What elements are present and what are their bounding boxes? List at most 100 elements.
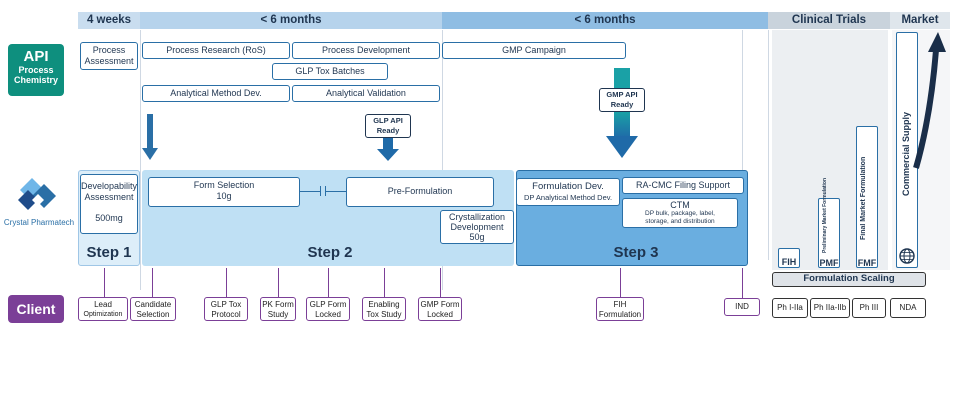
crystallization-line2: Development	[450, 222, 504, 232]
crystal-pharmatech-logo	[14, 176, 62, 216]
process-development-box: Process Development	[292, 42, 440, 59]
pmf-vertical-label: Preliminary Market Formulation	[822, 178, 828, 253]
process-research-box: Process Research (RoS)	[142, 42, 290, 59]
form-selection-box: Form Selection 10g	[148, 177, 300, 207]
ph-1-2a-box: Ph I-IIa	[772, 298, 808, 318]
step3-label: Step 3	[613, 244, 659, 261]
client-label: Client	[8, 295, 64, 323]
ctm-desc-line1: DP bulk, package, label,	[645, 210, 715, 217]
guide-line	[768, 30, 769, 260]
gmp-api-arrow-icon	[606, 112, 638, 158]
glp-tox-protocol-box: GLP Tox Protocol	[204, 297, 248, 321]
enabling-line1: Enabling	[368, 300, 400, 309]
globe-icon	[899, 248, 915, 264]
header-4-weeks: 4 weeks	[86, 14, 132, 26]
guide-line	[140, 30, 141, 290]
header-clinical-trials: Clinical Trials	[791, 14, 867, 26]
formulation-dev-box: Formulation Dev. DP Analytical Method De…	[516, 178, 620, 206]
api-subtitle-2: Chemistry	[13, 75, 58, 85]
milestone-line	[620, 268, 621, 298]
fih-form-line2: Formulation	[598, 309, 642, 319]
gmp-api-ready-box: GMP API Ready	[599, 88, 645, 112]
arrow-down-step2	[142, 114, 158, 160]
developability-box: Developability Assessment 500mg	[80, 174, 138, 234]
glp-form-line2: Locked	[315, 309, 341, 319]
gmp-form-line1: GMP Form	[420, 300, 460, 309]
step2-label: Step 2	[307, 244, 353, 261]
glp-form-line1: GLP Form	[309, 300, 347, 309]
analytical-validation-box: Analytical Validation	[292, 85, 440, 102]
company-name: Crystal Pharmatech	[3, 218, 75, 227]
fih-label: FIH	[781, 257, 797, 267]
lead-optimization-box: Lead Optimization	[78, 297, 128, 321]
glp-api-ready-line1: GLP API	[373, 116, 403, 125]
milestone-line	[104, 268, 105, 298]
analytical-method-dev-box: Analytical Method Dev.	[142, 85, 290, 102]
pmf-label: PMF	[819, 258, 839, 268]
ctm-box: CTM DP bulk, package, label, storage, an…	[622, 198, 738, 228]
pk-form-line1: PK Form	[262, 300, 294, 309]
header-seg3-bg	[442, 12, 768, 29]
enabling-tox-study-box: Enabling Tox Study	[362, 297, 406, 321]
gmp-campaign-box: GMP Campaign	[442, 42, 626, 59]
pmf-vertical-text: Preliminary Market Formulation	[822, 177, 828, 253]
gmp-api-ready-line1: GMP API	[606, 90, 638, 99]
connector-break	[320, 186, 326, 196]
milestone-line	[226, 268, 227, 298]
api-title: API	[23, 48, 49, 65]
developability-amount: 500mg	[95, 213, 123, 223]
glp-form-locked-box: GLP Form Locked	[306, 297, 350, 321]
ctm-desc-line2: storage, and distribution	[645, 218, 715, 225]
formulation-dev-title: Formulation Dev.	[532, 181, 604, 192]
header-6-months-2: < 6 months	[574, 14, 636, 26]
process-assessment-line2: Assessment	[84, 56, 134, 66]
milestone-line	[440, 268, 441, 298]
fmf-bar	[856, 126, 878, 268]
milestone-line	[328, 268, 329, 298]
ctm-title: CTM	[670, 200, 690, 210]
gmp-api-shaft	[614, 68, 630, 90]
milestone-line	[742, 268, 743, 298]
dp-method-text: DP Analytical Method Dev.	[523, 193, 613, 202]
fih-form-line1: FIH	[613, 300, 627, 309]
developability-line1: Developability	[81, 181, 138, 191]
pmf-bar	[818, 198, 840, 268]
formulation-scaling-bar: Formulation Scaling	[772, 272, 926, 287]
developability-line2: Assessment	[84, 192, 134, 202]
candidate-line2: Selection	[136, 309, 170, 319]
milestone-line	[152, 268, 153, 298]
guide-line	[742, 30, 743, 260]
lead-opt-line1: Lead	[94, 300, 112, 309]
header-market: Market	[901, 14, 939, 26]
crystallization-box: Crystallization Development 50g	[440, 210, 514, 244]
step1-label: Step 1	[86, 244, 132, 261]
glp-api-arrow-icon	[377, 138, 399, 161]
header-seg5-bg	[890, 12, 950, 29]
ph-2a-2b-box: Ph IIa-IIb	[810, 298, 850, 318]
gmp-form-locked-box: GMP Form Locked	[418, 297, 462, 321]
fmf-vertical-text: Final Market Formulation	[860, 156, 867, 240]
glp-api-ready-line2: Ready	[376, 126, 400, 135]
glp-api-ready-box: GLP API Ready	[365, 114, 411, 138]
ra-cmc-box: RA-CMC Filing Support	[622, 177, 744, 194]
fih-formulation-box: FIH Formulation	[596, 297, 644, 321]
form-selection-amount: 10g	[216, 191, 232, 201]
gmp-form-line2: Locked	[427, 309, 453, 319]
ind-box: IND	[724, 298, 760, 316]
header-seg1-bg	[78, 12, 140, 29]
glp-tox-line2: Protocol	[211, 309, 241, 319]
glp-tox-batches-box: GLP Tox Batches	[272, 63, 388, 80]
candidate-selection-box: Candidate Selection	[130, 297, 176, 321]
api-label: API Process Chemistry	[8, 44, 64, 96]
header-seg2-bg	[140, 12, 442, 29]
pre-formulation-box: Pre-Formulation	[346, 177, 494, 207]
commercial-bar	[896, 32, 918, 268]
milestone-line	[278, 268, 279, 298]
guide-line	[442, 30, 443, 290]
crystallization-amount: 50g	[469, 232, 485, 242]
enabling-line2: Tox Study	[366, 309, 402, 319]
crystallization-line1: Crystallization	[448, 212, 506, 222]
milestone-line	[384, 268, 385, 298]
ph-3-box: Ph III	[852, 298, 886, 318]
gmp-api-ready-line2: Ready	[610, 100, 634, 109]
